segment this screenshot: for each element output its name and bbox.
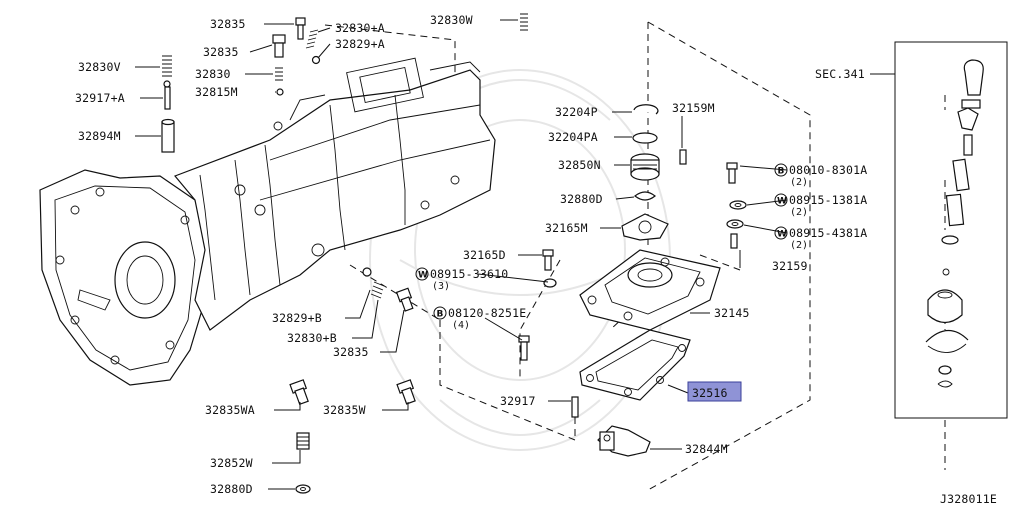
callout-code-w2: 08915-4381A xyxy=(789,226,867,240)
label-32159m: 32159M xyxy=(672,101,715,115)
label-32894m: 32894M xyxy=(78,129,121,143)
label-32830v: 32830V xyxy=(78,60,121,74)
label-32830w-top: 32830W xyxy=(430,13,473,27)
label-32165d: 32165D xyxy=(463,248,506,262)
label-32917: 32917 xyxy=(500,394,536,408)
highlight-32516 xyxy=(687,381,742,402)
label-32844m: 32844M xyxy=(685,442,728,456)
callout-qty-b1: (2) xyxy=(790,177,808,188)
callout-mark-w1: W xyxy=(777,197,787,207)
label-32829a: 32829+A xyxy=(335,37,385,51)
label-32835-2: 32835 xyxy=(203,45,239,59)
label-32815m: 32815M xyxy=(195,85,238,99)
callout-code-w3: 08915-33610 xyxy=(430,267,508,281)
leader-lines xyxy=(135,19,895,490)
callout-mark-w2: W xyxy=(777,230,787,240)
label-32516: 32516 xyxy=(692,386,728,400)
label-32880d-bot: 32880D xyxy=(210,482,253,496)
label-32204p: 32204P xyxy=(555,105,598,119)
label-32830: 32830 xyxy=(195,67,231,81)
callout-code-b1: 08010-8301A xyxy=(789,163,867,177)
label-32835-bot: 32835 xyxy=(333,345,369,359)
label-32204pa: 32204PA xyxy=(548,130,598,144)
label-32880d-mid: 32880D xyxy=(560,192,603,206)
callout-code-b2: 08120-8251E xyxy=(448,306,526,320)
label-32165m: 32165M xyxy=(545,221,588,235)
label-32829b: 32829+B xyxy=(272,311,322,325)
label-32159: 32159 xyxy=(772,259,808,273)
diagram-id: J328011E xyxy=(940,492,997,506)
center-shift-parts xyxy=(518,104,747,457)
left-hardware-parts xyxy=(161,13,528,494)
label-32830a: 32830+A xyxy=(335,21,385,35)
part-labels: 32835 32830+A 32830W 32829+A 32835 32830… xyxy=(75,13,865,496)
label-32852w: 32852W xyxy=(210,456,253,470)
callout-mark-w3: W xyxy=(418,271,428,281)
label-32835w: 32835W xyxy=(323,403,366,417)
bolt-callouts: B 08010-8301A (2) W 08915-1381A (2) W 08… xyxy=(415,163,867,331)
callout-qty-b2: (4) xyxy=(452,320,470,331)
label-sec-341: SEC.341 xyxy=(815,67,865,81)
label-32850n: 32850N xyxy=(558,158,601,172)
callout-qty-w3: (3) xyxy=(432,281,450,292)
sec-341-panel xyxy=(894,41,1008,419)
callout-mark-b2: B xyxy=(437,310,444,320)
label-32145: 32145 xyxy=(714,306,750,320)
label-32835wa: 32835WA xyxy=(205,403,255,417)
label-32917a: 32917+A xyxy=(75,91,125,105)
callout-qty-w1: (2) xyxy=(790,207,808,218)
callout-qty-w2: (2) xyxy=(790,240,808,251)
label-32830b: 32830+B xyxy=(287,331,337,345)
transmission-housing xyxy=(39,57,496,386)
callout-mark-b1: B xyxy=(778,167,785,177)
label-32835-top: 32835 xyxy=(210,17,246,31)
callout-code-w1: 08915-1381A xyxy=(789,193,867,207)
